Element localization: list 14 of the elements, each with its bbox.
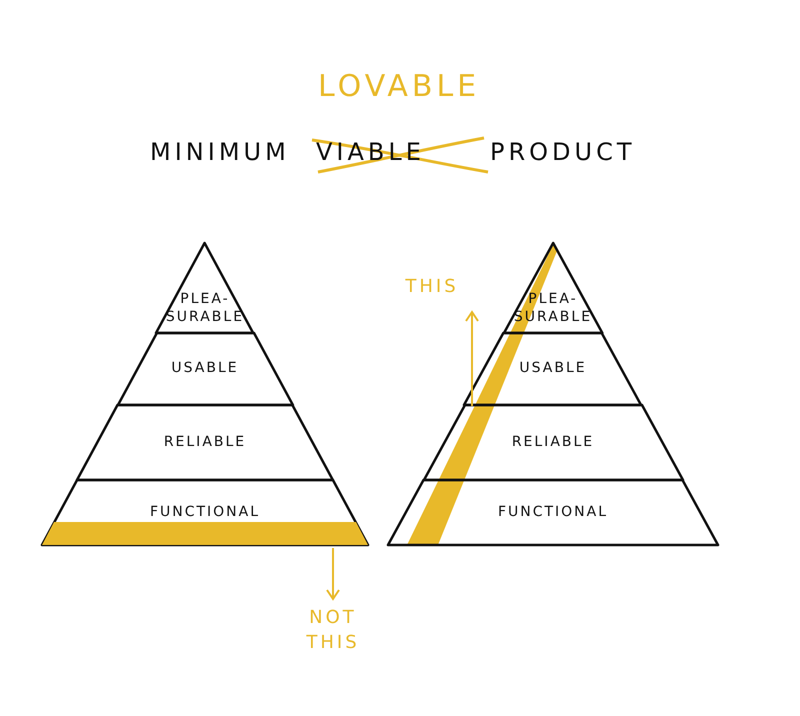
arrow <box>465 311 479 406</box>
title-word: MINIMUM <box>150 140 290 164</box>
tier-label: RELIABLE <box>510 434 596 451</box>
annotation-text: NOT THIS <box>305 606 361 656</box>
annotation-text: THIS <box>404 275 460 299</box>
tier-label: USABLE <box>518 360 588 378</box>
tier-label: RELIABLE <box>162 434 248 451</box>
tier-label: PLEA- SURABLE <box>164 291 246 326</box>
title-word: PRODUCT <box>490 140 636 164</box>
tier-label: USABLE <box>170 360 240 378</box>
title-word: LOVABLE <box>318 72 480 102</box>
arrow <box>326 548 340 600</box>
tier-label: FUNCTIONAL <box>148 504 262 521</box>
tier-label: FUNCTIONAL <box>496 504 610 521</box>
